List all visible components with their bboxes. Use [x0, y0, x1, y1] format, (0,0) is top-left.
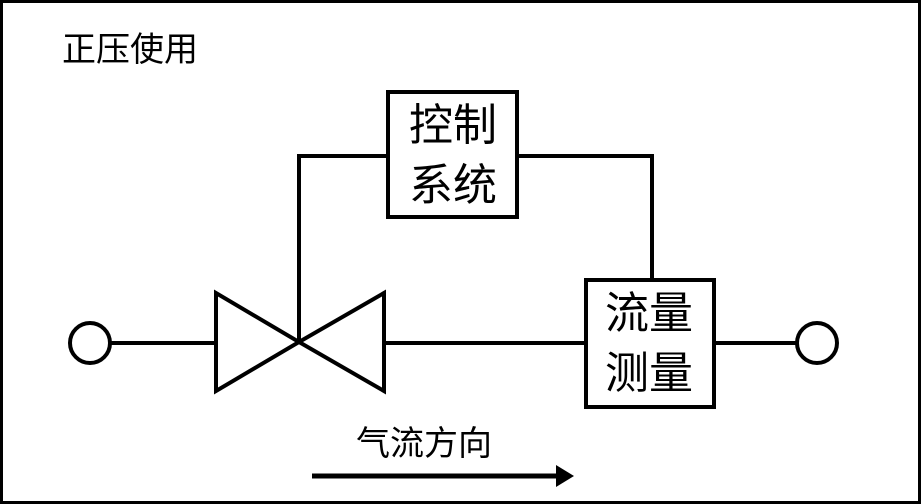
control-signal-line-to-valve	[297, 154, 388, 342]
outlet-port	[795, 321, 839, 365]
control-system-box	[386, 90, 519, 219]
feedback-line-from-flow-meter	[517, 154, 654, 280]
control-system-label-line2: 系统	[409, 160, 497, 211]
inlet-port	[68, 321, 112, 365]
valve-right-triangle	[294, 289, 386, 395]
valve-left-triangle	[214, 289, 303, 395]
flow-measurement-box	[584, 278, 716, 409]
flow-direction-label: 气流方向	[356, 424, 492, 464]
flow-direction-arrowhead	[556, 465, 574, 487]
control-system-label-line1: 控制	[409, 100, 497, 151]
diagram-title: 正压使用	[62, 30, 198, 70]
flow-measurement-label-line2: 测量	[605, 348, 693, 399]
flow-measurement-label-line1: 流量	[605, 288, 693, 339]
